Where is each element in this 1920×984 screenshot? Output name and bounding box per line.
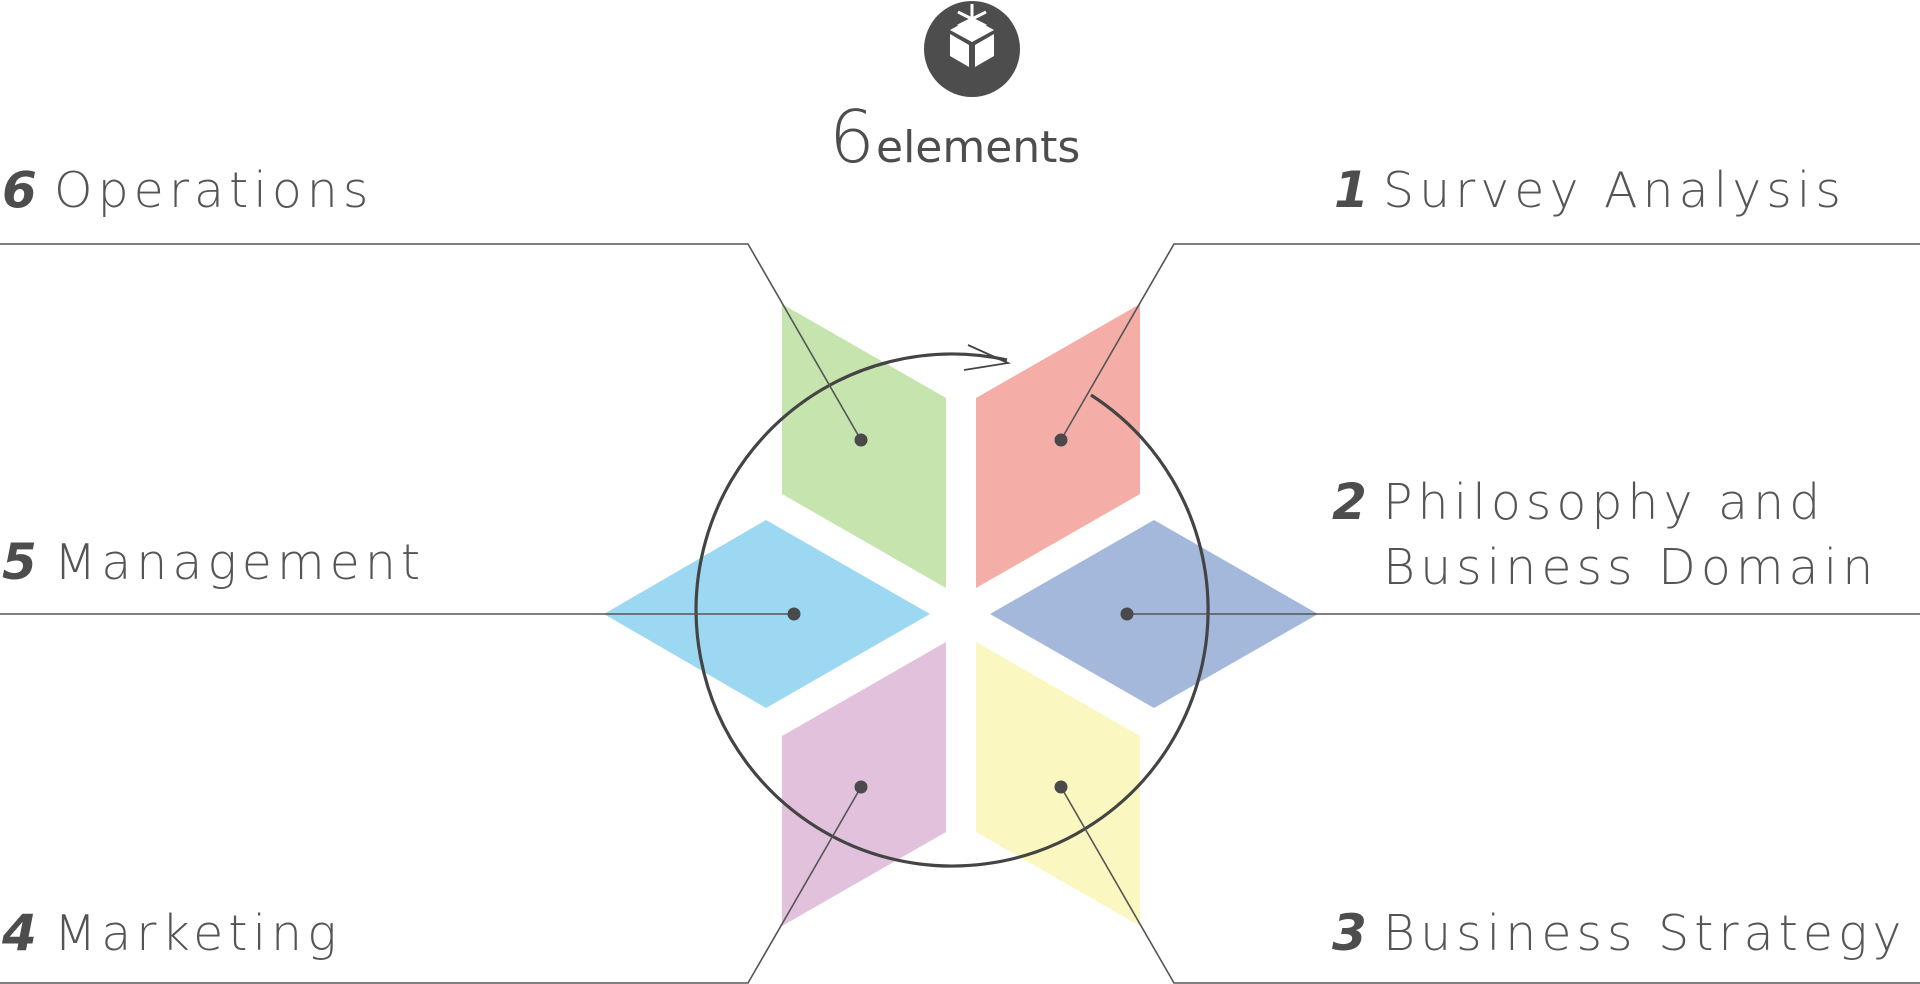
cube-asterisk-logo-icon: [924, 1, 1020, 97]
element-number: 1: [1334, 161, 1369, 219]
label-business-strategy: 3 Business Strategy: [1332, 904, 1906, 962]
brand-number: 6: [829, 95, 875, 179]
dot-survey-analysis: [1054, 433, 1068, 447]
element-title: Marketing: [54, 905, 342, 962]
leader-line-business-strategy: [1060, 786, 1920, 984]
dot-operations: [854, 433, 868, 447]
leader-line-operations: [0, 243, 862, 441]
cycle-arrow: [694, 344, 1210, 868]
element-labels: 1 Survey Analysis 2 Philosophy and Busin…: [1, 161, 1906, 962]
element-number: 3: [1332, 904, 1367, 962]
element-number: 4: [1, 904, 37, 962]
brand-word: elements: [876, 122, 1080, 173]
label-operations: 6 Operations: [2, 161, 373, 219]
element-title: Operations: [54, 162, 373, 219]
element-number: 5: [2, 533, 37, 591]
leader-line-survey-analysis: [1060, 243, 1920, 441]
element-title: Management: [54, 534, 425, 591]
element-title: Survey Analysis: [1383, 162, 1846, 219]
dot-management: [787, 607, 801, 621]
cycle-arrowhead: [963, 344, 1012, 371]
brand-logo: 6 elements: [829, 1, 1080, 179]
element-title-line-2: Business Domain: [1383, 539, 1878, 596]
leader-line-marketing: [0, 786, 862, 984]
dot-business-strategy: [1054, 780, 1068, 794]
element-title-line-1: Philosophy and: [1383, 474, 1825, 531]
element-number: 6: [2, 161, 37, 219]
hexagram: [604, 304, 1318, 926]
cycle-ring: [694, 352, 1210, 868]
label-management: 5 Management: [2, 533, 425, 591]
logo-cube-mark: [950, 4, 994, 67]
dot-marketing: [854, 780, 868, 794]
dot-philosophy-business-domain: [1120, 607, 1134, 621]
label-philosophy-business-domain: 2 Philosophy and Business Domain: [1332, 473, 1878, 596]
leader-lines: [0, 243, 1920, 984]
label-marketing: 4 Marketing: [1, 904, 342, 962]
element-title: Business Strategy: [1383, 905, 1906, 962]
anchor-dots: [787, 433, 1134, 794]
element-number: 2: [1332, 473, 1367, 531]
label-survey-analysis: 1 Survey Analysis: [1334, 161, 1846, 219]
